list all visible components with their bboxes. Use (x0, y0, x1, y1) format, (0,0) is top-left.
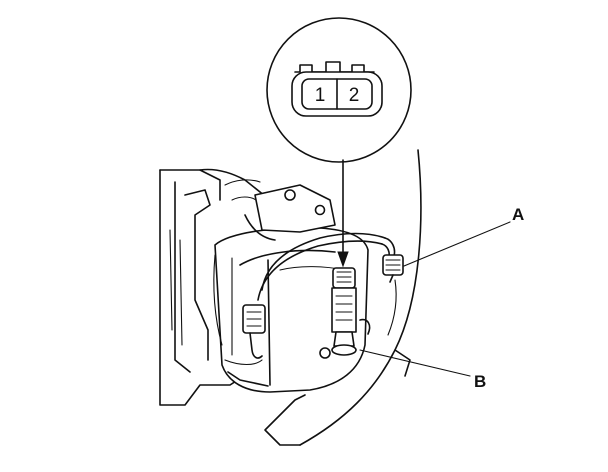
pin-2-label: 2 (349, 85, 360, 106)
connector-a (382, 254, 404, 283)
callout-b: B (474, 372, 486, 391)
bolt-icon (284, 189, 296, 201)
left-connector (242, 304, 266, 359)
mounting-bracket (224, 179, 336, 241)
bolt-icon (314, 204, 326, 216)
connector-detail: 1 2 (266, 17, 412, 163)
leader-b (359, 349, 471, 377)
wire-harness (213, 232, 396, 366)
detail-arrow (337, 159, 349, 268)
leader-a (403, 221, 511, 267)
pin-1-label: 1 (315, 85, 326, 106)
leader-lines (359, 221, 511, 377)
callout-a: A (512, 205, 524, 224)
splash-shield (264, 149, 422, 446)
washer-pump (319, 267, 371, 359)
body-panel (159, 168, 271, 406)
